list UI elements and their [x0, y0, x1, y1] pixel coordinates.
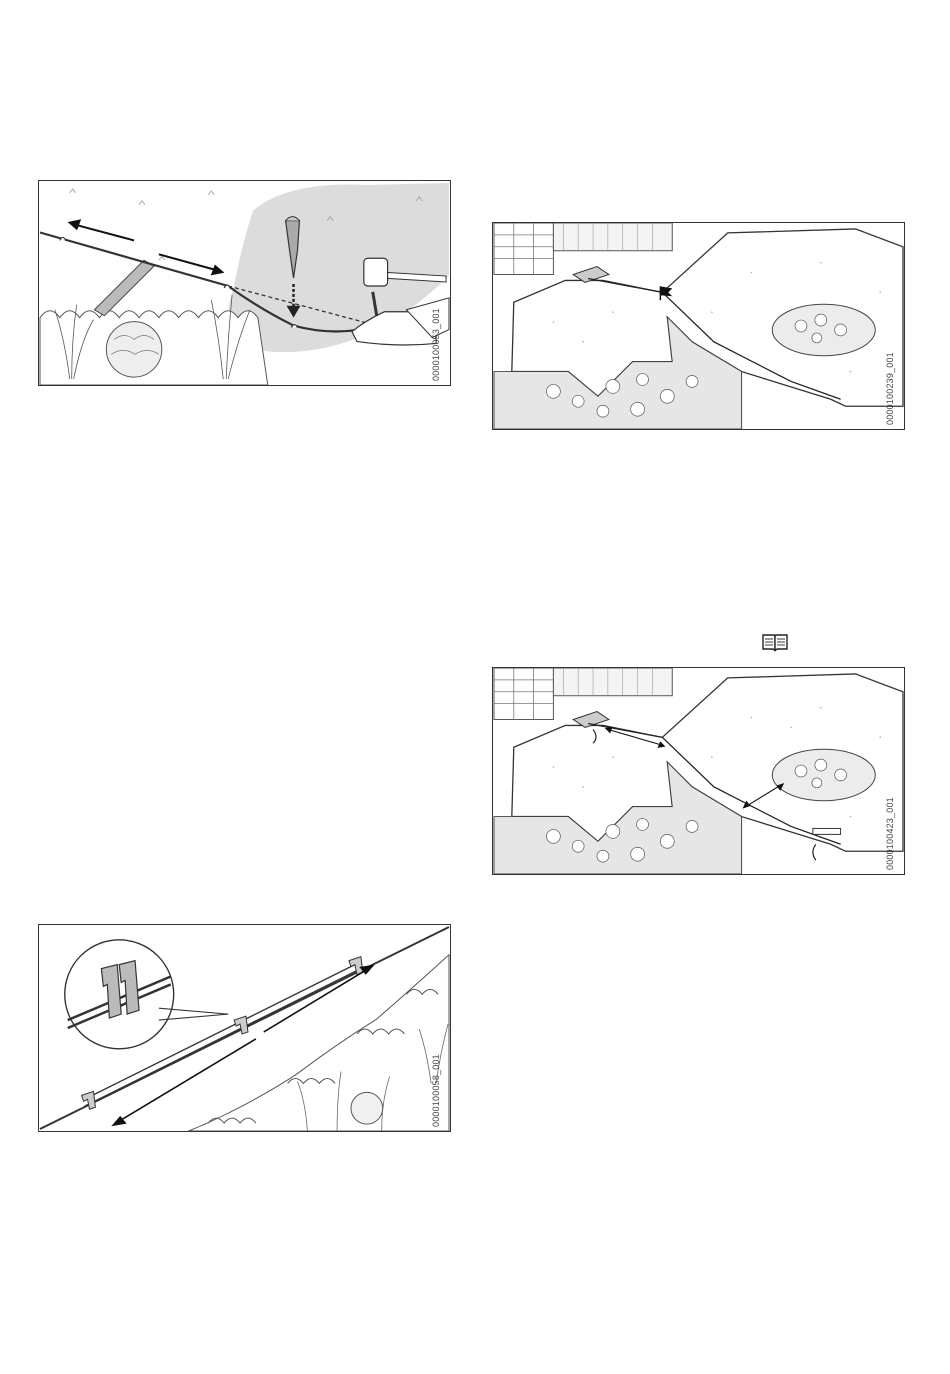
figure-lawn-layout-distances: 0000100423_001: [492, 667, 905, 875]
figure-code: 0000100053_001: [431, 308, 441, 381]
figure-wire-clips: 0000100058_001: [38, 924, 451, 1132]
lawn-layout-illustration: [493, 223, 904, 429]
wire-clips-illustration: [39, 925, 450, 1131]
figure-code: 0000100423_001: [885, 797, 895, 870]
lawn-distances-illustration: [493, 668, 904, 874]
figure-lawn-layout-flag: 0000100239_001: [492, 222, 905, 430]
figure-code: 0000100239_001: [885, 352, 895, 425]
wire-pegging-illustration: [39, 181, 450, 385]
figure-code: 0000100058_001: [431, 1054, 441, 1127]
open-book-icon: [762, 633, 788, 653]
figure-wire-pegging: 0000100053_001: [38, 180, 451, 386]
